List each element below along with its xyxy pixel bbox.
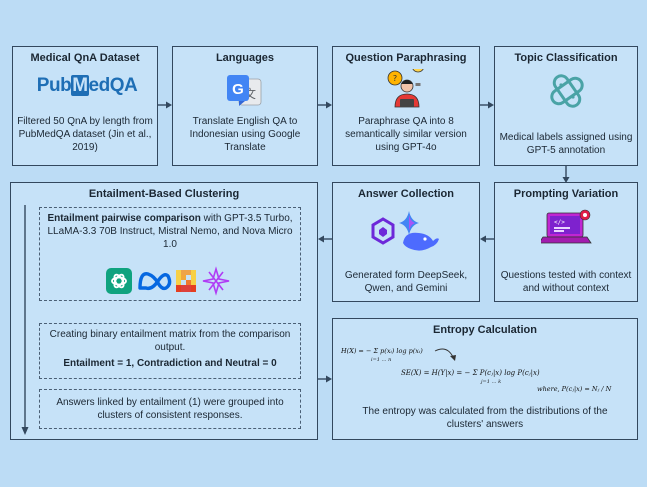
step-entailment-matrix: Creating binary entailment matrix from t… xyxy=(39,323,301,379)
logo-pub: Pub xyxy=(36,75,72,96)
box-title: Entailment-Based Clustering xyxy=(88,188,240,200)
google-translate-icon: 文 G xyxy=(225,73,265,109)
logo-m: M xyxy=(71,75,89,96)
box-text: Paraphrase QA into 8 semantically simila… xyxy=(345,116,467,153)
gemini-icon xyxy=(399,211,419,235)
meta-icon xyxy=(138,272,172,291)
box-text: The entropy was calculated from the dist… xyxy=(362,406,608,430)
arrow-languages-to-paraphrasing xyxy=(318,101,332,109)
logo-rest: edQA xyxy=(88,75,138,96)
box-answer-collection: Answer Collection Generated form DeepSee… xyxy=(332,182,480,302)
box-text: Filtered 50 QnA by length from PubMedQA … xyxy=(17,116,153,153)
arrow-answer-to-clustering xyxy=(318,235,332,243)
box-text: Translate English QA to Indonesian using… xyxy=(189,116,301,153)
box-title: Entropy Calculation xyxy=(433,324,537,336)
code-laptop-icon: </> xyxy=(541,207,593,251)
qwen-icon xyxy=(371,217,395,245)
box-prompting-variation: Prompting Variation </> Questions tested… xyxy=(494,182,638,302)
box-entailment-clustering: Entailment-Based Clustering Entailment p… xyxy=(10,182,318,440)
svg-text:G: G xyxy=(232,81,244,98)
step2-text: Creating binary entailment matrix from t… xyxy=(49,329,291,353)
formula-curve-arrow xyxy=(434,348,456,361)
step2-bold: Entailment = 1, Contradiction and Neutra… xyxy=(63,358,277,369)
formula-semantic-limits: j=1 … k xyxy=(481,379,502,385)
arrow-dataset-to-languages xyxy=(158,101,172,109)
step-group-clusters: Answers linked by entailment (1) were gr… xyxy=(39,389,301,429)
box-title: Medical QnA Dataset xyxy=(30,52,140,64)
box-question-paraphrasing: Question Paraphrasing ? Paraphrase QA in… xyxy=(332,46,480,166)
box-title: Languages xyxy=(215,52,275,64)
box-medical-qna-dataset: Medical QnA Dataset PubMedQA Filtered 50… xyxy=(12,46,158,166)
ai-model-icons xyxy=(371,209,443,253)
box-text: Medical labels assigned using GPT-5 anno… xyxy=(499,132,633,156)
mistral-icon xyxy=(176,270,196,292)
llm-logos xyxy=(106,266,236,296)
box-text: Generated form DeepSeek, Qwen, and Gemin… xyxy=(344,270,468,294)
box-entropy-calculation: Entropy Calculation H(X) = − Σ p(xᵢ) log… xyxy=(332,318,638,440)
box-title: Question Paraphrasing xyxy=(345,52,467,64)
box-text: Questions tested with context and withou… xyxy=(500,270,632,294)
paraphrase-person-icon: ? xyxy=(385,69,429,109)
box-topic-classification: Topic Classification Medical labels assi… xyxy=(494,46,638,166)
svg-text:?: ? xyxy=(393,74,397,83)
formula-entropy-limits: i=1 … n xyxy=(371,357,392,363)
arrow-paraphrasing-to-topic xyxy=(480,101,494,109)
deepseek-icon xyxy=(403,232,439,251)
formula-semantic-entropy: SE(X) = H(Y|x) = − Σ P(cⱼ|x) log P(cⱼ|x) xyxy=(401,369,540,377)
step1-text: Entailment pairwise comparison with GPT-… xyxy=(44,212,296,251)
flow-down-arrow xyxy=(21,205,29,435)
openai-icon xyxy=(106,268,132,294)
nova-icon xyxy=(202,266,230,296)
step1-bold: Entailment pairwise comparison xyxy=(47,213,201,224)
pubmedqa-logo: PubMedQA xyxy=(27,75,147,105)
arrow-topic-to-prompting xyxy=(562,166,570,183)
medical-cross-icon xyxy=(545,71,589,111)
formula-probability: where, P(cⱼ|x) = Nⱼ / N xyxy=(537,385,612,393)
svg-text:</>: </> xyxy=(554,219,565,226)
formula-entropy: H(X) = − Σ p(xᵢ) log p(xᵢ) xyxy=(341,347,423,355)
step-pairwise-comparison: Entailment pairwise comparison with GPT-… xyxy=(39,207,301,301)
step3-text: Answers linked by entailment (1) were gr… xyxy=(56,397,284,421)
box-languages: Languages 文 G Translate English QA to In… xyxy=(172,46,318,166)
arrow-clustering-to-entropy xyxy=(318,375,332,383)
step1-rest: with GPT-3.5 Turbo, LLaMA-3.3 70B Instru… xyxy=(47,213,293,250)
box-title: Topic Classification xyxy=(514,52,618,64)
box-title: Prompting Variation xyxy=(513,188,619,200)
arrow-prompting-to-answer xyxy=(480,235,494,243)
box-title: Answer Collection xyxy=(358,188,454,200)
